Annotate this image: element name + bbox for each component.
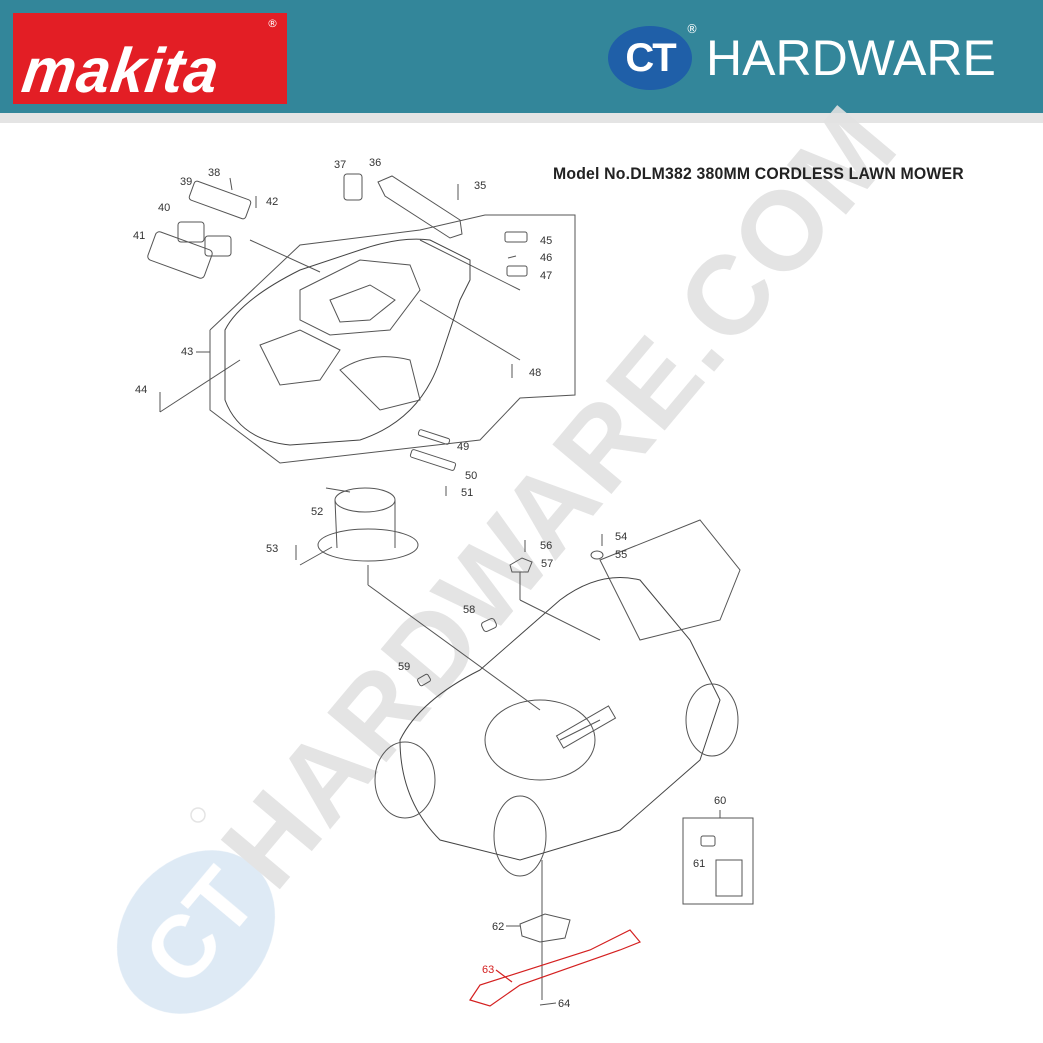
header-divider — [0, 113, 1043, 123]
part-number-label: 37 — [334, 159, 347, 171]
part-number-label: 61 — [693, 858, 706, 870]
part-number-label: 58 — [463, 604, 476, 616]
ct-badge-icon: CT — [608, 26, 692, 90]
part-number-label: 64 — [558, 998, 571, 1010]
part-number-label: 53 — [266, 543, 279, 555]
part-number-label: 41 — [133, 230, 146, 242]
part-number-label: 57 — [541, 558, 554, 570]
part-number-label: 55 — [615, 549, 628, 561]
part-number-label: 59 — [398, 661, 411, 673]
part-number-label: 43 — [181, 346, 194, 358]
part-number-label: 49 — [457, 441, 470, 453]
part-number-label: 63 — [482, 964, 495, 976]
part-number-label: 48 — [529, 367, 542, 379]
part-number-label: 46 — [540, 252, 553, 264]
registered-mark: ® — [686, 22, 698, 36]
part-number-label: 56 — [540, 540, 553, 552]
part-number-label: 44 — [135, 384, 148, 396]
part-number-label: 42 — [266, 196, 279, 208]
ct-hardware-logo: CT ® HARDWARE — [608, 22, 1028, 90]
part-number-label: 47 — [540, 270, 553, 282]
part-number-label: 39 — [180, 176, 193, 188]
part-number-label: 52 — [311, 506, 324, 518]
registered-mark: ® — [267, 17, 278, 30]
part-number-label: 60 — [714, 795, 727, 807]
part-number-label: 54 — [615, 531, 628, 543]
part-number-label: 62 — [492, 921, 505, 933]
part-number-label: 38 — [208, 167, 221, 179]
part-number-label: 36 — [369, 157, 382, 169]
model-title: Model No.DLM382 380MM CORDLESS LAWN MOWE… — [553, 164, 964, 183]
makita-logo: makita ® — [13, 13, 287, 104]
part-number-label: 50 — [465, 470, 478, 482]
brand-header: makita ® CT ® HARDWARE — [0, 0, 1043, 113]
part-number-label: 40 — [158, 202, 171, 214]
part-number-label: 35 — [474, 180, 487, 192]
part-number-label: 51 — [461, 487, 474, 499]
part-number-label: 45 — [540, 235, 553, 247]
hardware-wordmark: HARDWARE — [706, 30, 996, 86]
